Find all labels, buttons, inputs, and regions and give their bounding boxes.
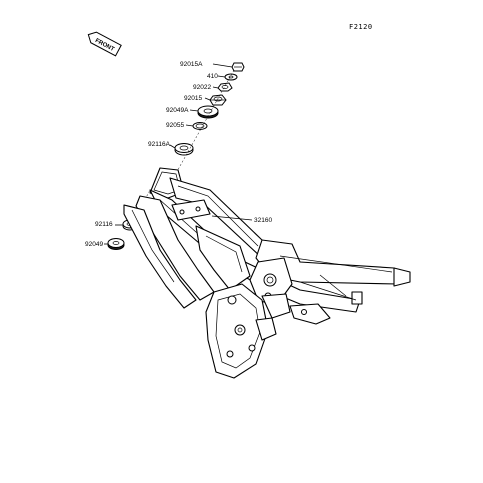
- label-92015A[interactable]: 92015A: [180, 61, 203, 68]
- label-410[interactable]: 410: [207, 73, 218, 80]
- diagram-code: F2120: [349, 23, 373, 31]
- frame-32160[interactable]: [123, 167, 411, 379]
- leader-92049A: [189, 109, 199, 112]
- front-arrow-icon: FRONT: [87, 31, 122, 57]
- part-92049-bearing[interactable]: [107, 238, 125, 250]
- part-92015A-nut[interactable]: [231, 62, 245, 72]
- leader-92116A: [169, 144, 176, 149]
- leader-92015A: [212, 63, 233, 68]
- leader-92055: [185, 124, 194, 127]
- part-92116A-race[interactable]: [174, 143, 194, 156]
- leader-92022: [212, 86, 219, 89]
- part-92055-oring[interactable]: [192, 122, 208, 130]
- part-92015-nut[interactable]: [209, 94, 227, 106]
- label-92015[interactable]: 92015: [184, 95, 202, 102]
- assembly-axis: [174, 69, 235, 176]
- label-92055[interactable]: 92055: [166, 122, 184, 129]
- leader-92015: [204, 97, 211, 101]
- label-92116A[interactable]: 92116A: [148, 141, 171, 148]
- label-32160[interactable]: 32160: [254, 217, 272, 224]
- label-92116[interactable]: 92116: [95, 221, 113, 228]
- leader-32160: [211, 215, 253, 221]
- label-92049[interactable]: 92049: [85, 241, 103, 248]
- label-92049A[interactable]: 92049A: [166, 107, 189, 114]
- leader-410: [217, 75, 226, 78]
- label-92022[interactable]: 92022: [193, 84, 211, 91]
- part-92022[interactable]: [217, 82, 233, 92]
